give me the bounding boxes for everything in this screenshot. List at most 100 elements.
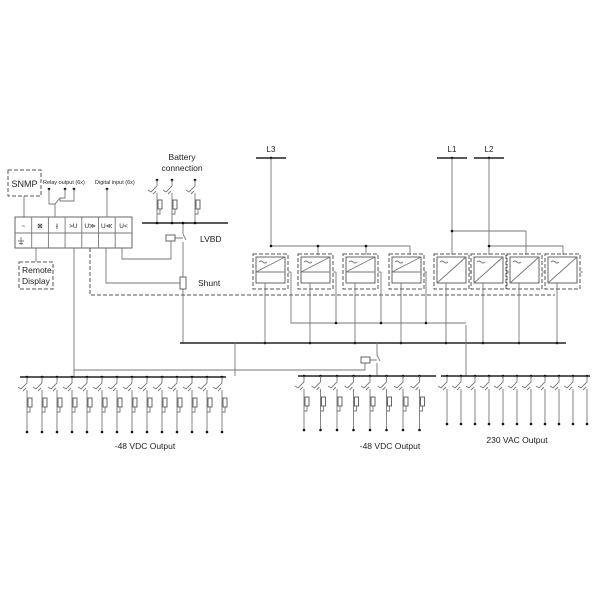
- remote-display-module: Remote Display: [18, 248, 54, 290]
- remote-display-label-1: Remote: [22, 265, 52, 275]
- ac-output: [437, 374, 590, 426]
- ac-wave-icon: [439, 260, 449, 264]
- ac-wave-icon: [394, 260, 404, 264]
- ac-wave-icon: [550, 260, 560, 264]
- rectifier-module: [388, 253, 427, 345]
- fuse-icon: [370, 396, 376, 407]
- junction-dot: [585, 422, 589, 426]
- fuse-icon: [27, 397, 33, 408]
- junction-dot: [302, 428, 306, 432]
- fuse-icon: [102, 397, 108, 408]
- ac-wave-icon: [512, 260, 522, 264]
- controller-cell-2: ⫲: [56, 223, 58, 230]
- inverter-module: [470, 253, 509, 345]
- junction-dot: [100, 430, 104, 434]
- switch-icon: [185, 180, 196, 223]
- fuse-link: [132, 407, 136, 413]
- fuse-icon: [387, 396, 392, 407]
- fuse-link: [162, 407, 166, 413]
- switch-icon: [451, 376, 462, 424]
- fuse-link: [304, 406, 308, 412]
- battery-label-1: Battery: [169, 152, 197, 162]
- junction-dot: [175, 430, 179, 434]
- fuse-link: [320, 406, 324, 412]
- junction-dot: [450, 229, 454, 233]
- remote-display-label-2: Display: [22, 276, 51, 286]
- fuse-link: [192, 407, 196, 413]
- relay-output-contacts: [47, 187, 109, 217]
- junction-dot: [220, 430, 224, 434]
- l1-feed: [451, 158, 527, 255]
- junction-dot: [115, 430, 119, 434]
- switch-icon: [437, 376, 448, 424]
- junction-dot: [543, 422, 547, 426]
- shunt: Shunt: [105, 248, 221, 290]
- snmp-label: SNMP: [11, 179, 37, 189]
- junction-dot: [445, 422, 449, 426]
- junction-dot: [85, 430, 89, 434]
- junction-dot: [193, 221, 197, 225]
- junction-dot: [335, 428, 339, 432]
- switch-icon: [294, 376, 305, 430]
- junction-dot: [40, 430, 44, 434]
- junction-dot: [515, 422, 519, 426]
- switch-icon: [549, 376, 560, 424]
- controller-cell-6: U<: [119, 223, 128, 230]
- module-dashed-frame: [470, 253, 507, 290]
- switch-icon: [465, 376, 476, 424]
- fuse-icon: [304, 396, 310, 407]
- switch-icon: [47, 377, 58, 432]
- snmp-module: SNMP: [7, 169, 42, 217]
- junction-dot: [25, 430, 29, 434]
- rectifier-module: [252, 253, 291, 345]
- module-dashed-frame: [544, 253, 581, 290]
- phase-label: L2: [485, 145, 494, 154]
- fuse-link: [207, 407, 211, 413]
- controller-cell-4: U≫: [84, 223, 96, 230]
- phase-label: L1: [448, 145, 457, 154]
- fuse-link: [157, 209, 161, 215]
- fuse-link: [102, 407, 106, 413]
- junction-dot: [424, 321, 428, 325]
- fuse-link: [177, 407, 181, 413]
- fuse-icon: [222, 397, 228, 408]
- junction-dot: [368, 428, 372, 432]
- fuse-link: [117, 407, 121, 413]
- phase-label: L3: [267, 145, 276, 154]
- fuse-link: [386, 406, 390, 412]
- diagonal: [436, 256, 467, 284]
- fuse-icon: [172, 199, 178, 210]
- ac-wave-icon: [348, 260, 358, 264]
- junction-dot: [557, 422, 561, 426]
- switch-icon: [107, 377, 118, 432]
- switch-icon: [197, 377, 208, 432]
- switch-icon: [182, 377, 193, 432]
- inverter-module: [433, 253, 472, 345]
- junction-dot: [160, 430, 164, 434]
- fuse-link: [337, 406, 341, 412]
- ac-phases: L3 L1 L2: [256, 145, 564, 255]
- fuse-link: [42, 407, 46, 413]
- junction-dot: [379, 321, 383, 325]
- module-dashed-frame: [506, 253, 543, 290]
- fuse-icon: [403, 396, 409, 407]
- junction-dot: [269, 244, 273, 248]
- power-modules: [252, 253, 583, 345]
- junction-dot: [364, 244, 368, 248]
- fuse-icon: [354, 396, 359, 407]
- switch-icon: [122, 377, 133, 432]
- controller-cell-5: U≪: [101, 223, 113, 230]
- battery-label-2: connection: [161, 163, 202, 173]
- junction-dot: [190, 430, 194, 434]
- fuse-icon: [87, 397, 93, 408]
- junction-dot: [130, 430, 134, 434]
- fuse-icon: [195, 199, 201, 210]
- output-label-dc-mid: -48 VDC Output: [360, 441, 421, 451]
- switch-icon: [479, 376, 490, 424]
- switch-icon: [212, 377, 223, 432]
- junction-dot: [145, 430, 149, 434]
- switch-icon: [521, 376, 532, 424]
- switch-icon: [360, 376, 371, 430]
- fuse-icon: [162, 397, 168, 408]
